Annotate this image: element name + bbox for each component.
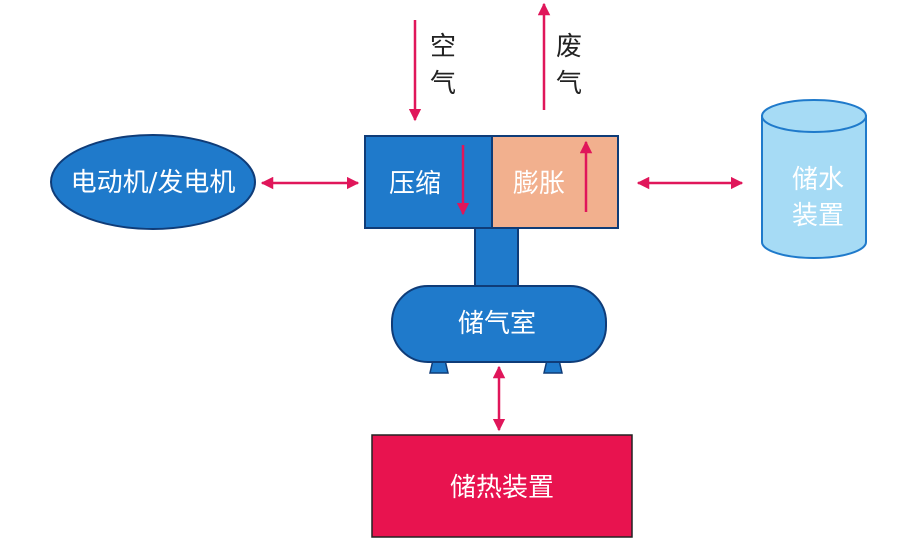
water-storage-label-1: 储水 bbox=[792, 165, 844, 195]
connecting-pipe bbox=[474, 227, 519, 289]
motor-generator-label: 电动机/发电机 bbox=[71, 168, 236, 198]
air-inlet-label-1: 空 bbox=[430, 32, 456, 62]
water-storage-top bbox=[761, 99, 867, 133]
heat-storage-box bbox=[371, 434, 633, 538]
water-storage-cylinder bbox=[761, 115, 867, 259]
compress-label: 压缩 bbox=[389, 169, 441, 199]
water-storage-label-2: 装置 bbox=[792, 201, 844, 231]
expand-box bbox=[491, 135, 619, 229]
expand-label: 膨胀 bbox=[513, 169, 565, 199]
exhaust-label-1: 废 bbox=[556, 32, 582, 62]
compress-box bbox=[364, 135, 493, 229]
heat-storage-label: 储热装置 bbox=[450, 473, 554, 503]
air-storage-chamber bbox=[391, 285, 607, 363]
exhaust-label-2: 气 bbox=[556, 69, 582, 99]
air-storage-label: 储气室 bbox=[458, 309, 536, 339]
air-inlet-label-2: 气 bbox=[430, 69, 456, 99]
motor-generator-ellipse bbox=[50, 134, 256, 230]
